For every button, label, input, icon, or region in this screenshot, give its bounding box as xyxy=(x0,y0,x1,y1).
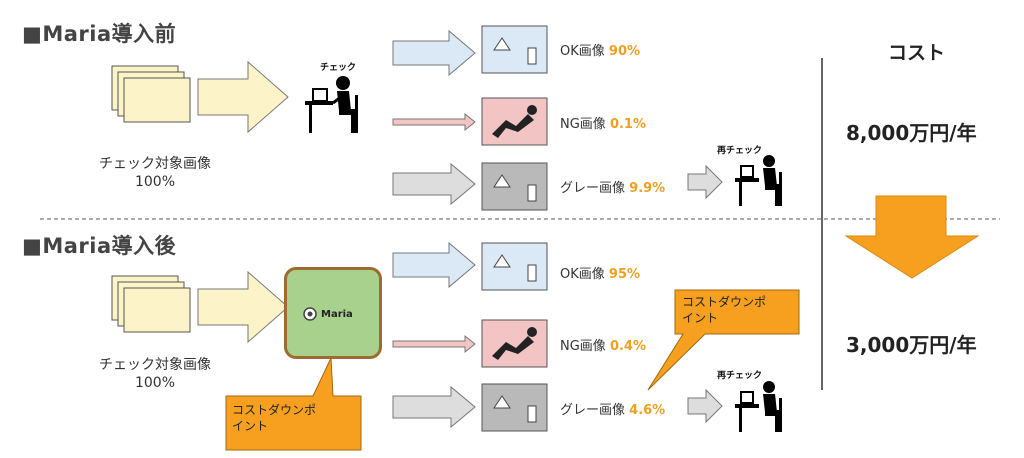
image-stack-icon xyxy=(111,275,191,333)
source-label-after: チェック対象画像 100% xyxy=(80,356,230,392)
ok-image-box xyxy=(481,242,548,291)
arrow-to-gray-before xyxy=(392,162,476,206)
source-label-line2: 100% xyxy=(134,375,176,391)
ng-image-box xyxy=(481,319,548,368)
ok-text: OK画像 xyxy=(560,267,605,282)
ok-image-box xyxy=(481,25,548,74)
image-stack-icon xyxy=(111,65,191,123)
arrow-to-ng-before xyxy=(392,112,476,132)
gray-percent: 4.6% xyxy=(629,403,666,418)
section-title-after: ■Maria導入後 xyxy=(22,234,177,258)
recheck-label-before: 再チェック xyxy=(717,146,763,156)
arrow-to-ng-after xyxy=(392,334,476,354)
source-label-line2: 100% xyxy=(134,174,176,190)
cost-before-value: 8,000万円/年 xyxy=(846,121,977,145)
ng-label-before: NG画像 0.1% xyxy=(560,113,646,132)
callout-top-text: コストダウンポ イント xyxy=(682,294,766,326)
maria-logo-icon xyxy=(303,307,317,321)
ng-label-after: NG画像 0.4% xyxy=(560,335,646,354)
arrow-to-gray-after xyxy=(392,385,476,429)
callout-bottom-line1: コストダウンポ xyxy=(232,403,317,417)
section-title-before: ■Maria導入前 xyxy=(22,22,177,46)
callout-bottom-line2: イント xyxy=(232,419,269,433)
gray-text: グレー画像 xyxy=(560,181,626,196)
gray-label-before: グレー画像 9.9% xyxy=(560,177,665,196)
ok-text: OK画像 xyxy=(560,44,605,59)
ng-image-box xyxy=(481,97,548,146)
ng-text: NG画像 xyxy=(560,117,606,132)
person-at-desk-icon xyxy=(305,76,358,133)
gray-image-box xyxy=(481,383,548,432)
ng-percent: 0.1% xyxy=(609,117,647,132)
gray-image-box xyxy=(481,162,548,211)
callout-bottom-text: コストダウンポ イント xyxy=(232,402,316,434)
ng-percent: 0.4% xyxy=(609,339,647,354)
ok-label-after: OK画像 95% xyxy=(560,263,640,282)
recheck-label-after: 再チェック xyxy=(717,371,763,381)
source-label-line1: チェック対象画像 xyxy=(99,357,211,373)
ok-label-before: OK画像 90% xyxy=(560,40,640,59)
cost-down-callout-bottom xyxy=(225,357,362,451)
recheck-arrow-after xyxy=(687,388,723,424)
gray-label-after: グレー画像 4.6% xyxy=(560,399,665,418)
cost-down-callout-top xyxy=(647,289,800,391)
ok-percent: 90% xyxy=(608,44,641,59)
maria-box: Maria xyxy=(284,267,382,359)
big-arrow-before xyxy=(197,60,289,134)
ok-percent: 95% xyxy=(608,267,641,282)
cost-down-arrow xyxy=(844,195,980,279)
cost-heading: コスト xyxy=(888,42,946,64)
check-label: チェック xyxy=(320,63,357,73)
ng-text: NG画像 xyxy=(560,339,606,354)
recheck-person-icon xyxy=(735,381,782,432)
arrow-to-ok-after xyxy=(392,241,476,289)
big-arrow-after xyxy=(197,270,289,344)
maria-label: Maria xyxy=(321,308,353,320)
gray-text: グレー画像 xyxy=(560,403,626,418)
recheck-arrow-before xyxy=(687,164,723,200)
cost-after-value: 3,000万円/年 xyxy=(846,333,977,357)
source-label-before: チェック対象画像 100% xyxy=(80,155,230,191)
source-label-line1: チェック対象画像 xyxy=(99,156,211,172)
callout-top-line2: イント xyxy=(682,311,719,325)
gray-percent: 9.9% xyxy=(629,181,666,196)
callout-top-line1: コストダウンポ xyxy=(682,295,767,309)
recheck-person-icon xyxy=(735,155,782,206)
arrow-to-ok-before xyxy=(392,29,476,77)
